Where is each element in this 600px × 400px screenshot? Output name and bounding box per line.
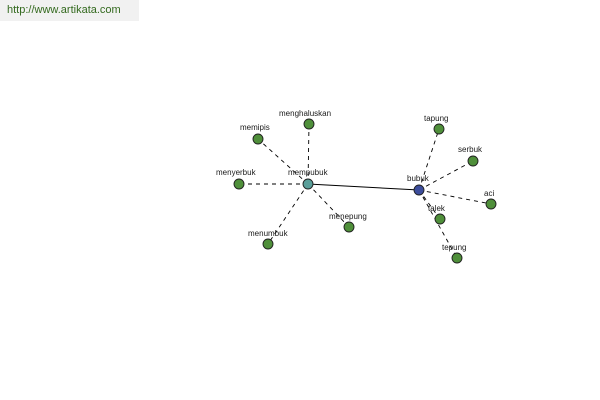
edge-bubuk-aci: [418, 189, 492, 205]
node-label-talek[interactable]: talek: [428, 204, 446, 213]
node-label-menumbuk[interactable]: menumbuk: [248, 229, 289, 238]
node-talek[interactable]: [434, 213, 446, 225]
node-label-tapung[interactable]: tapung: [424, 114, 448, 123]
node-mempubuk[interactable]: [302, 178, 314, 190]
node-menghaluskan[interactable]: [303, 118, 315, 130]
node-serbuk[interactable]: [467, 155, 479, 167]
source-url[interactable]: http://www.artikata.com: [7, 4, 121, 16]
labels-layer: mempubuk bubuk menghaluskan memipis menyerbu…: [216, 109, 494, 252]
node-label-menepung[interactable]: menepung: [329, 212, 367, 221]
edge-mempubuk-menepung: [307, 183, 350, 228]
node-label-tepung[interactable]: tepung: [442, 243, 466, 252]
edge-mempubuk-bubuk: [307, 183, 420, 191]
node-aci[interactable]: [485, 198, 497, 210]
edge-bubuk-tapung: [418, 128, 440, 191]
edge-bubuk-talek: [418, 189, 441, 220]
node-bubuk[interactable]: [413, 184, 425, 196]
node-label-menyerbuk[interactable]: menyerbuk: [216, 168, 257, 177]
node-menyerbuk[interactable]: [233, 178, 245, 190]
source-url-bar: http://www.artikata.com: [0, 0, 139, 21]
nodes-layer: [233, 118, 497, 264]
node-label-bubuk[interactable]: bubuk: [407, 174, 430, 183]
edge-bubuk-serbuk: [418, 160, 474, 191]
node-label-mempubuk[interactable]: mempubuk: [288, 168, 329, 177]
node-label-menghaluskan[interactable]: menghaluskan: [279, 109, 331, 118]
edge-mempubuk-menghaluskan: [307, 123, 310, 185]
node-label-serbuk[interactable]: serbuk: [458, 145, 483, 154]
node-label-memipis[interactable]: memipis: [240, 123, 270, 132]
node-label-aci[interactable]: aci: [484, 189, 494, 198]
edges-layer: [239, 123, 492, 259]
node-memipis[interactable]: [252, 133, 264, 145]
node-tepung[interactable]: [451, 252, 463, 264]
edge-bubuk-tepung: [418, 189, 458, 259]
node-menepung[interactable]: [343, 221, 355, 233]
node-tapung[interactable]: [433, 123, 445, 135]
edge-mempubuk-memipis: [257, 138, 309, 185]
node-menumbuk[interactable]: [262, 238, 274, 250]
